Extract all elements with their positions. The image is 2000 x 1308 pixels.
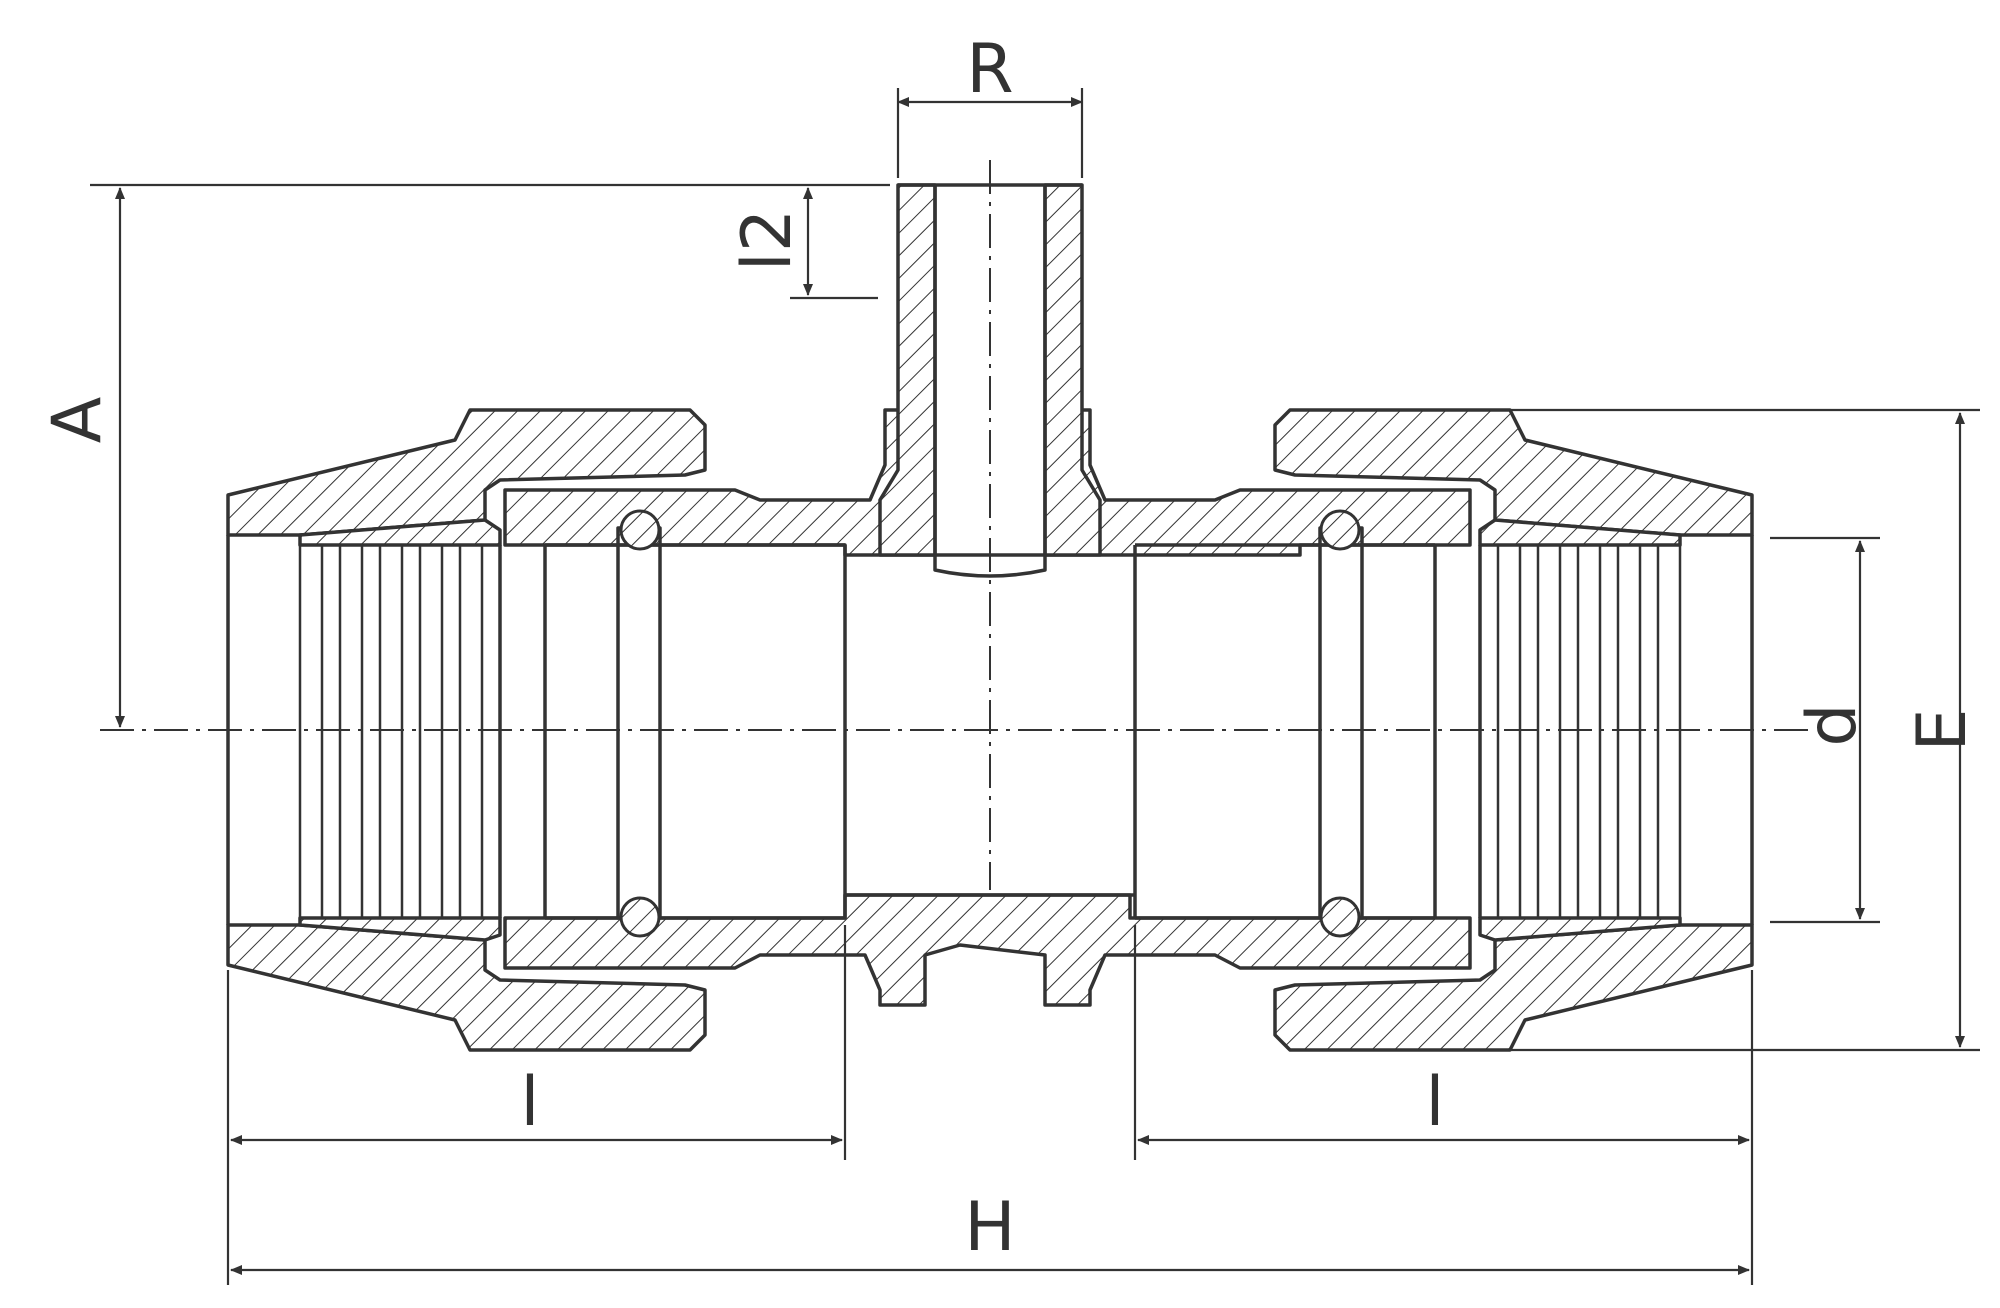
left-grip-ring-top — [298, 518, 502, 547]
o-ring-right-bottom — [1319, 896, 1361, 938]
dim-label-E: E — [1903, 709, 1982, 752]
dim-label-l-left: l — [521, 1063, 540, 1142]
right-compression-nut — [1273, 408, 1754, 1052]
o-rings — [619, 509, 1361, 938]
branch-bore — [933, 185, 1047, 578]
dim-label-l-right: l — [1426, 1063, 1445, 1142]
dim-label-A: A — [38, 397, 117, 444]
o-ring-left-bottom — [619, 896, 661, 938]
inner-bore — [545, 526, 1435, 920]
left-grip-teeth — [298, 543, 484, 920]
dim-label-l2: l2 — [728, 209, 807, 271]
center-lines — [100, 160, 1810, 890]
dimensions: R A l2 E d l l H — [38, 30, 1982, 1285]
dim-label-H: H — [964, 1188, 1015, 1267]
right-grip-teeth — [1496, 543, 1682, 920]
body-top-wall — [503, 408, 1472, 557]
o-ring-left-top — [619, 509, 661, 551]
body-bottom-wall — [503, 893, 1472, 1007]
branch-right-wall — [1043, 183, 1102, 557]
o-ring-right-top — [1319, 509, 1361, 551]
dim-label-R: R — [966, 30, 1013, 109]
tee-body — [503, 183, 1472, 1007]
branch-left-wall — [878, 183, 937, 557]
dim-label-d: d — [1793, 703, 1872, 746]
left-compression-nut — [226, 408, 707, 1052]
right-grip-ring-top — [1478, 518, 1682, 547]
